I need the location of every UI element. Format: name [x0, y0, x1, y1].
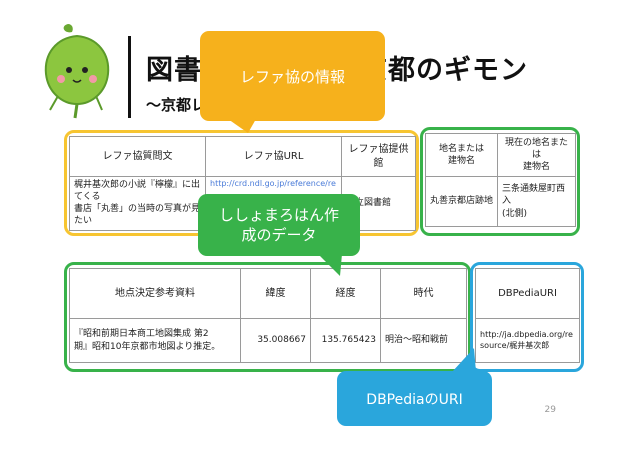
data-header-era: 時代: [380, 268, 467, 319]
dbpedia-table: DBPediaURI http://ja.dbpedia.org/re sour…: [475, 268, 580, 363]
data-header-lat: 緯度: [240, 268, 311, 319]
dbpedia-frame: [470, 262, 584, 372]
place-current-cell: 三条通麩屋町西入 (北側): [497, 176, 576, 227]
refa-callout-text: レファ協の情報: [239, 67, 345, 86]
dbpedia-header: DBPediaURI: [475, 268, 580, 319]
dbpedia-callout-text: DBPediaのURI: [366, 391, 463, 408]
title-left: 図書: [146, 55, 202, 86]
refa-header-question: レファ協質問文: [69, 136, 206, 177]
title-divider: [128, 36, 131, 118]
title-right: 京都のギモン: [360, 55, 528, 86]
place-table: 地名または 建物名 現在の地名または 建物名 丸善京都店跡地 三条通麩屋町西入 …: [425, 133, 576, 227]
shishomaro-callout: ししょまろはん作 成のデータ: [198, 194, 360, 256]
refa-header-library: レファ協提供館: [341, 136, 416, 177]
place-header-current: 現在の地名または 建物名: [497, 133, 576, 177]
place-frame: [420, 127, 580, 236]
data-header-source: 地点決定参考資料: [69, 268, 241, 319]
shishomaro-callout-text: ししょまろはん作 成のデータ: [218, 205, 339, 244]
place-name-cell: 丸善京都店跡地: [425, 176, 498, 227]
data-table: 地点決定参考資料 緯度 経度 時代 『昭和前期日本商工地図集成 第2 期』昭和1…: [69, 268, 467, 363]
page-subtitle: ～京都レ: [146, 96, 207, 114]
refa-header-url: レファ協URL: [205, 136, 342, 177]
page-number: 29: [544, 405, 556, 415]
data-lat-cell: 35.008667: [240, 318, 311, 363]
mascot-icon: [44, 24, 110, 119]
data-source-cell: 『昭和前期日本商工地図集成 第2 期』昭和10年京都市地図より推定。: [69, 318, 241, 363]
data-frame: [64, 262, 471, 372]
refa-callout-tail: [228, 119, 256, 133]
page-title: 図書 京都のギモン: [146, 48, 528, 87]
data-lng-cell: 135.765423: [310, 318, 381, 363]
dbpedia-callout: DBPediaのURI: [337, 371, 492, 426]
refa-question-cell: 梶井基次郎の小説『檸檬』に出てくる 書店「丸善」の当時の写真が見たい: [69, 176, 206, 231]
place-header-name: 地名または 建物名: [425, 133, 498, 177]
data-header-lng: 経度: [310, 268, 381, 319]
shishomaro-callout-tail: [318, 254, 342, 276]
dbpedia-callout-tail: [452, 348, 476, 372]
data-era-cell: 明治～昭和戦前: [380, 318, 467, 363]
dbpedia-uri-cell[interactable]: http://ja.dbpedia.org/re source/梶井基次郎: [475, 318, 580, 363]
refa-callout: レファ協の情報: [200, 31, 385, 121]
